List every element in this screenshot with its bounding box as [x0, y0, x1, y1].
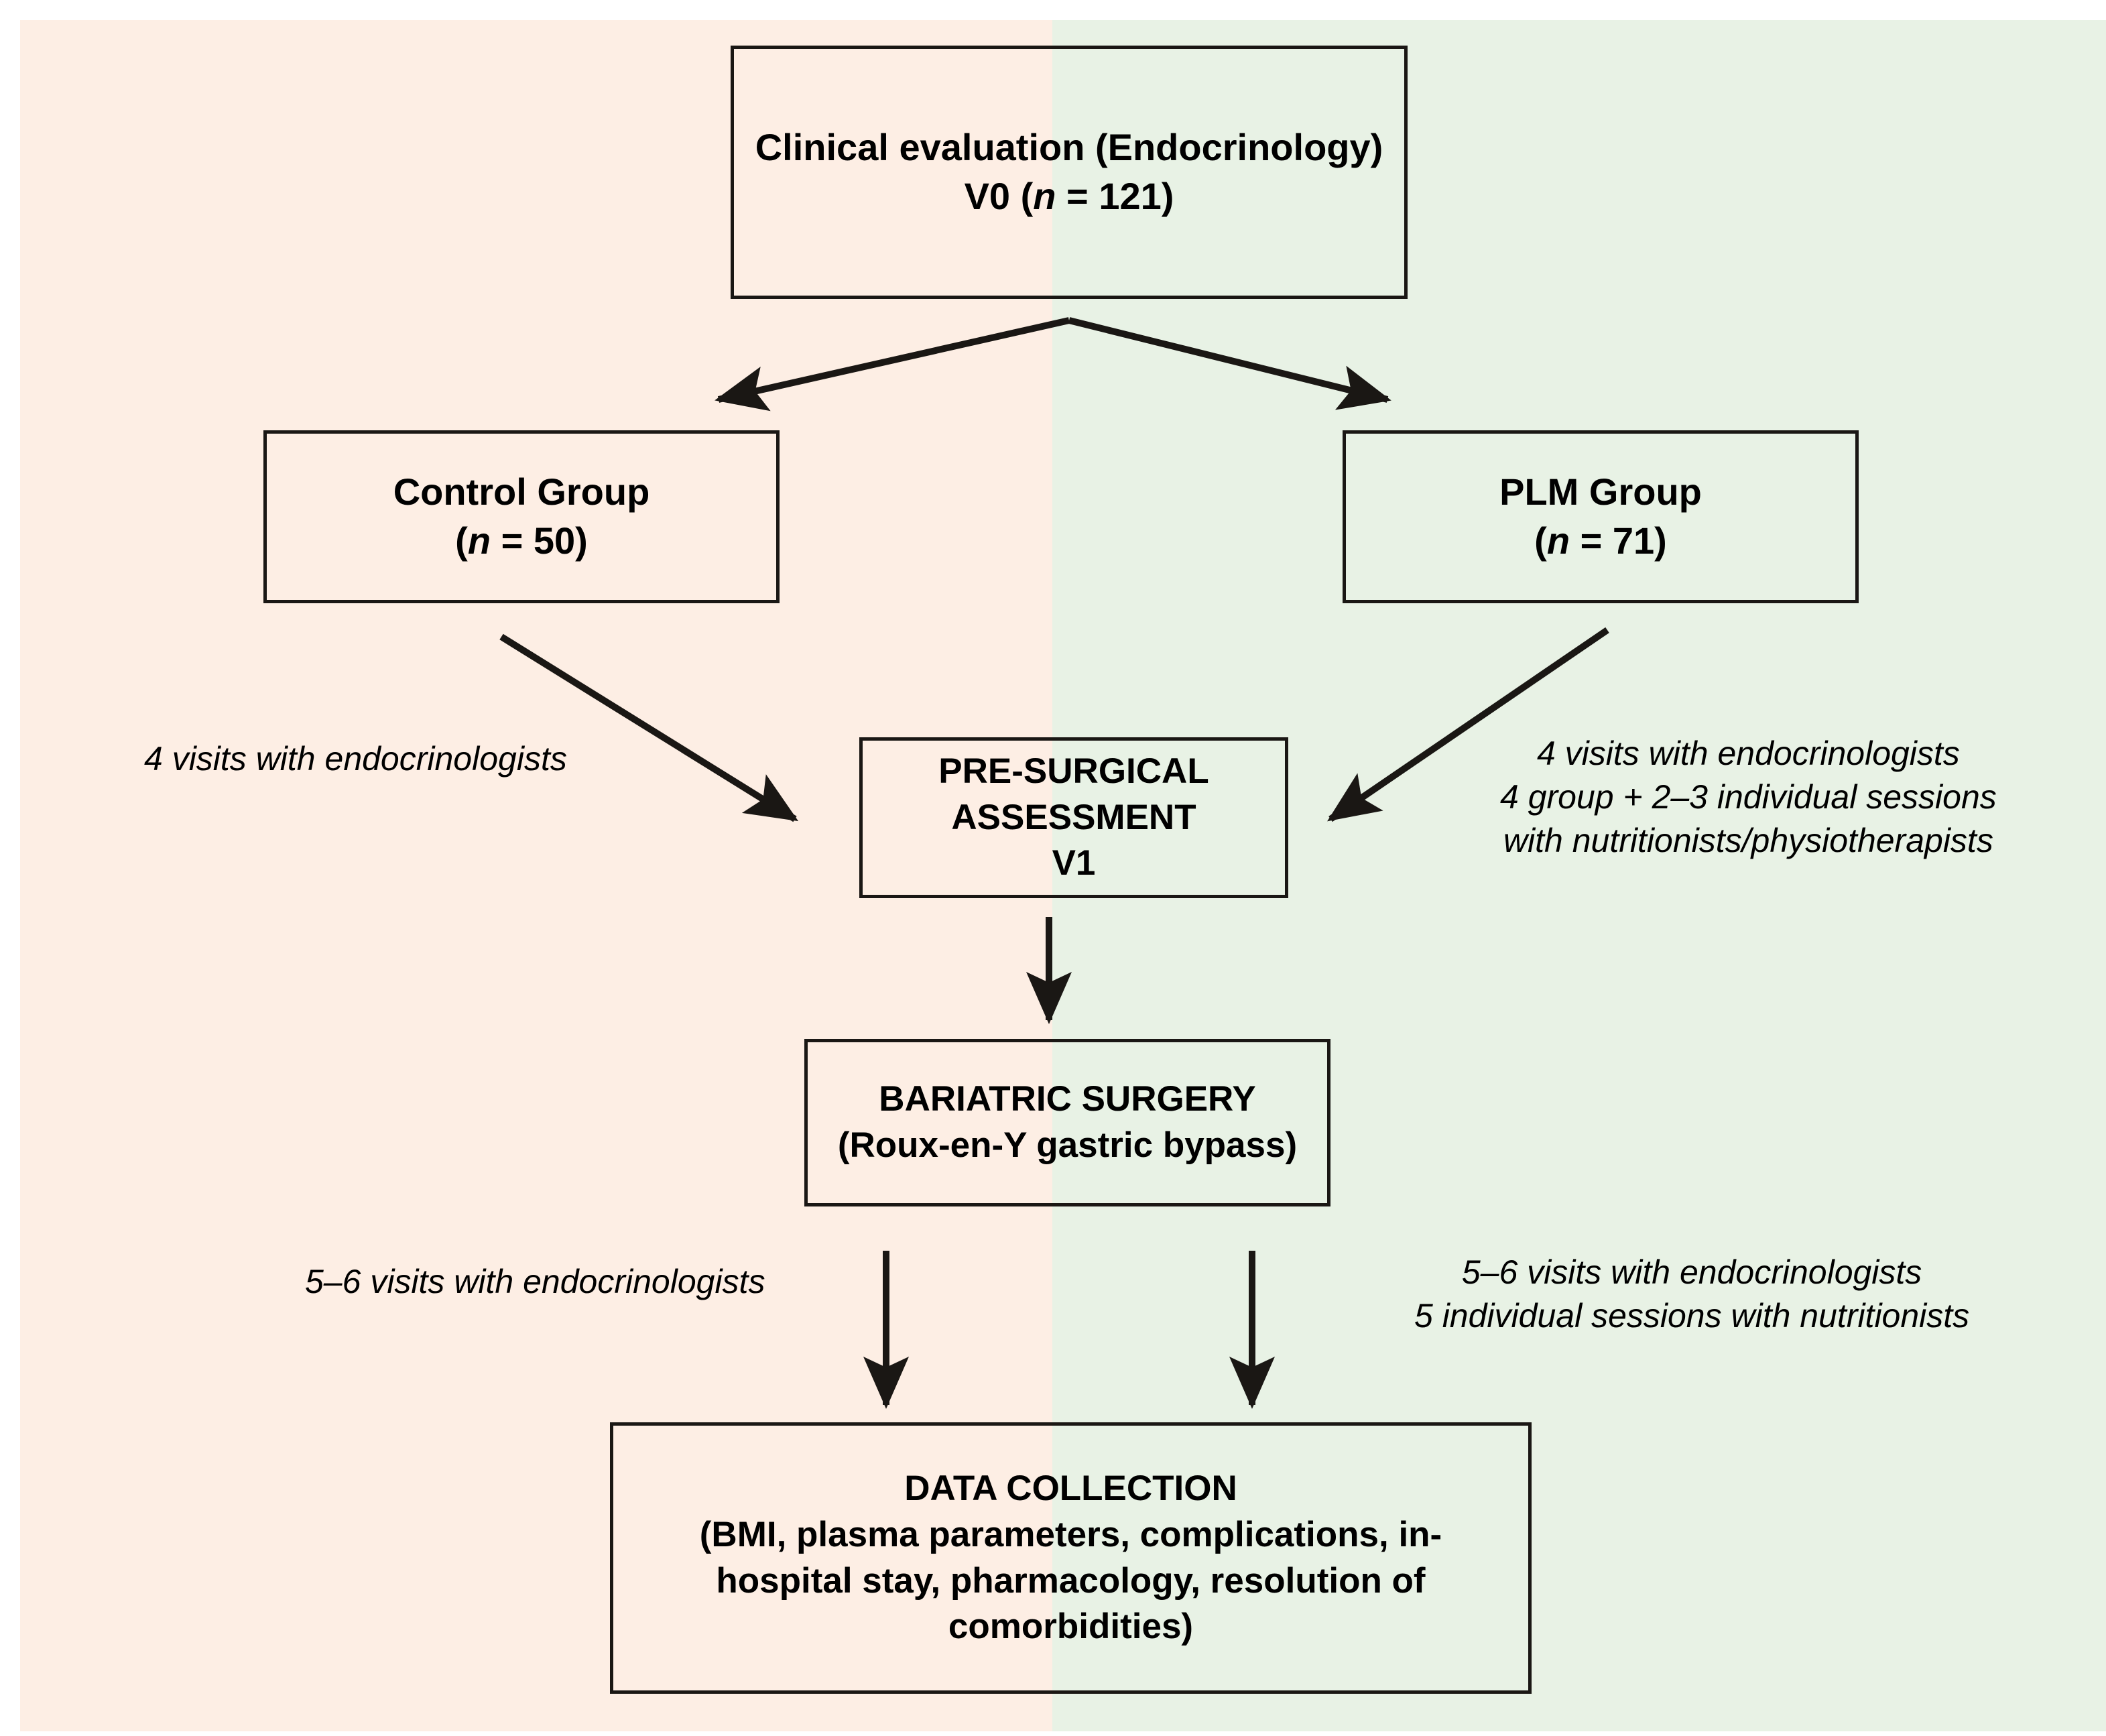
v0-prefix: V0 ( [964, 175, 1034, 217]
plm-n-italic: n [1546, 519, 1570, 562]
annotation-control-to-pre-line1: 4 visits with endocrinologists [144, 740, 567, 778]
node-bariatric-surgery-line1: BARIATRIC SURGERY [879, 1079, 1256, 1119]
annotation-plm-to-pre-line2: 4 group + 2–3 individual sessions [1500, 778, 1997, 816]
node-pre-surgical-line3: V1 [1052, 843, 1096, 883]
v0-suffix: = 121) [1056, 175, 1174, 217]
node-data-collection-line1: DATA COLLECTION [904, 1468, 1237, 1508]
annotation-post-surgery-control: 5–6 visits with endocrinologists [305, 1260, 765, 1304]
annotation-plm-to-pre: 4 visits with endocrinologists 4 group +… [1500, 732, 1997, 863]
ctrl-n-italic: n [467, 519, 491, 562]
annotation-plm-to-pre-line1: 4 visits with endocrinologists [1536, 735, 1960, 772]
node-clinical-evaluation-line2: V0 (n = 121) [965, 172, 1174, 221]
node-control-group[interactable]: Control Group (n = 50) [263, 430, 780, 603]
node-bariatric-surgery-line2: (Roux-en-Y gastric bypass) [837, 1125, 1298, 1165]
node-control-group-line2: (n = 50) [455, 517, 588, 566]
annotation-post-surgery-plm-line2: 5 individual sessions with nutritionists [1414, 1297, 1970, 1335]
background-panel-plm-side [1052, 20, 2106, 1731]
background-panel-control-side [20, 20, 1052, 1731]
node-data-collection[interactable]: DATA COLLECTION (BMI, plasma parameters,… [610, 1422, 1532, 1694]
node-clinical-evaluation-line1: Clinical evaluation (Endocrinology) [755, 126, 1383, 169]
annotation-control-to-pre: 4 visits with endocrinologists [144, 737, 567, 781]
node-pre-surgical-assessment[interactable]: PRE-SURGICAL ASSESSMENT V1 [859, 737, 1288, 898]
node-control-group-line1: Control Group [393, 471, 650, 513]
annotation-plm-to-pre-line3: with nutritionists/physiotherapists [1503, 822, 1993, 859]
node-clinical-evaluation[interactable]: Clinical evaluation (Endocrinology) V0 (… [731, 46, 1408, 299]
ctrl-prefix: ( [455, 519, 468, 562]
node-plm-group-line2: (n = 71) [1534, 517, 1667, 566]
node-bariatric-surgery[interactable]: BARIATRIC SURGERY (Roux-en-Y gastric byp… [804, 1039, 1330, 1206]
annotation-post-surgery-plm: 5–6 visits with endocrinologists 5 indiv… [1414, 1251, 1969, 1338]
node-pre-surgical-line2: ASSESSMENT [951, 797, 1196, 837]
node-pre-surgical-line1: PRE-SURGICAL [938, 751, 1209, 791]
plm-prefix: ( [1534, 519, 1547, 562]
annotation-post-surgery-plm-line1: 5–6 visits with endocrinologists [1461, 1253, 1922, 1291]
node-plm-group-line1: PLM Group [1499, 471, 1702, 513]
plm-suffix: = 71) [1570, 519, 1667, 562]
ctrl-suffix: = 50) [491, 519, 588, 562]
node-plm-group[interactable]: PLM Group (n = 71) [1343, 430, 1859, 603]
v0-n-italic: n [1033, 175, 1056, 217]
annotation-post-surgery-control-line1: 5–6 visits with endocrinologists [305, 1263, 765, 1300]
node-data-collection-line2: (BMI, plasma parameters, complications, … [699, 1514, 1442, 1647]
